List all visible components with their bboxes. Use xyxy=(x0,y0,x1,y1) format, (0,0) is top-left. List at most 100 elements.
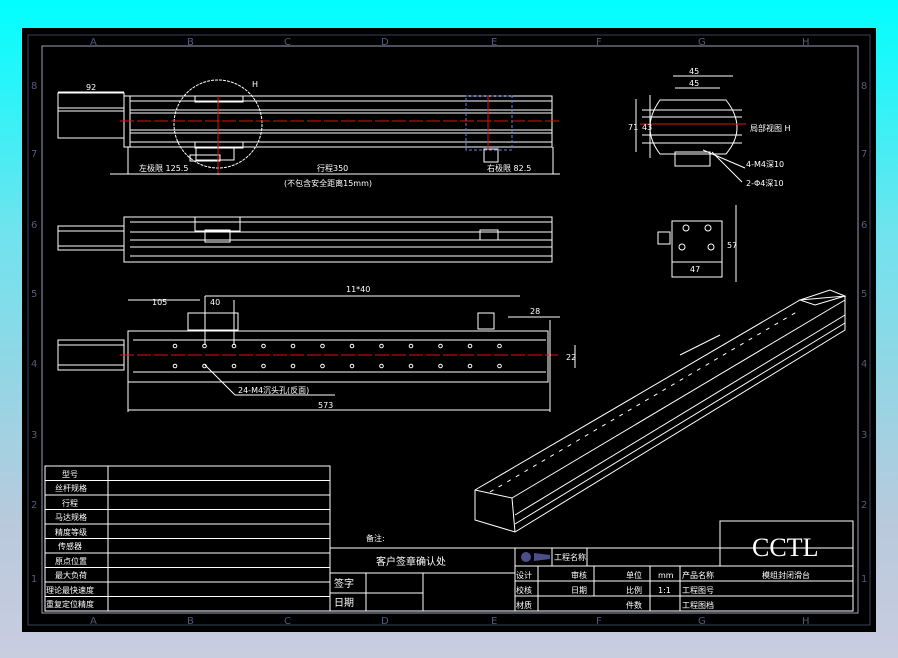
model-space-background xyxy=(22,28,876,632)
svg-text:G: G xyxy=(698,37,706,48)
svg-text:2-Φ4深10: 2-Φ4深10 xyxy=(746,179,784,188)
svg-text:C: C xyxy=(284,616,291,627)
svg-text:F: F xyxy=(596,616,602,627)
row-labels-right: 87 65 43 21 xyxy=(861,81,867,585)
svg-text:校核: 校核 xyxy=(516,585,532,595)
hole-icon xyxy=(438,363,443,369)
hole-icon xyxy=(497,343,502,349)
svg-text:最大负荷: 最大负荷 xyxy=(55,570,87,580)
svg-text:6: 6 xyxy=(861,220,867,231)
outer-border xyxy=(27,34,871,626)
svg-text:43: 43 xyxy=(642,123,652,132)
svg-text:行程350: 行程350 xyxy=(317,163,348,173)
hole-icon xyxy=(379,363,384,369)
svg-text:A: A xyxy=(90,37,97,48)
svg-text:比例: 比例 xyxy=(626,585,642,595)
svg-text:左极限 125.5: 左极限 125.5 xyxy=(139,163,188,173)
svg-text:传感器: 传感器 xyxy=(58,541,82,551)
spec-table: 型号 丝杆规格 行程 马达规格 精度等级 传感器 原点位置 最大负荷 理论最快速… xyxy=(44,465,331,612)
hole-icon xyxy=(320,343,325,349)
svg-text:105: 105 xyxy=(152,298,167,307)
svg-text:A: A xyxy=(90,616,97,627)
end-position-carriage xyxy=(465,95,513,151)
svg-text:工程名称: 工程名称 xyxy=(554,552,586,562)
svg-text:28: 28 xyxy=(530,307,540,316)
svg-text:45: 45 xyxy=(689,67,699,76)
svg-text:审核: 审核 xyxy=(571,570,587,580)
svg-text:H: H xyxy=(252,80,258,89)
hole-icon xyxy=(261,363,266,369)
hole-icon xyxy=(290,363,296,369)
svg-text:C: C xyxy=(284,37,291,48)
svg-text:8: 8 xyxy=(861,81,867,92)
hole-icon xyxy=(320,363,325,369)
bottom-view: 105 40 11*40 28 22 573 24-M4沉头孔(反面) xyxy=(57,285,576,412)
svg-text:理论最快速度: 理论最快速度 xyxy=(46,585,94,595)
svg-text:单位: 单位 xyxy=(626,570,642,580)
hole-icon xyxy=(349,363,355,369)
svg-text:5: 5 xyxy=(861,289,867,300)
svg-text:8: 8 xyxy=(31,81,37,92)
svg-text:右极限 82.5: 右极限 82.5 xyxy=(487,163,531,173)
projection-symbol-icon xyxy=(521,552,531,562)
svg-text:G: G xyxy=(698,616,706,627)
svg-text:马达规格: 马达规格 xyxy=(55,512,87,522)
svg-text:22: 22 xyxy=(566,353,576,362)
hole-icon xyxy=(290,343,296,349)
svg-text:备注:: 备注: xyxy=(366,533,385,543)
svg-text:工程图号: 工程图号 xyxy=(682,586,714,595)
svg-text:材质: 材质 xyxy=(516,600,532,610)
hole-icon xyxy=(172,343,178,349)
svg-text:工程图档: 工程图档 xyxy=(682,600,714,610)
svg-text:1:1: 1:1 xyxy=(658,586,671,595)
svg-text:B: B xyxy=(187,37,194,48)
svg-text:40: 40 xyxy=(210,298,220,307)
svg-text:71: 71 xyxy=(628,123,638,132)
svg-text:2: 2 xyxy=(861,500,867,511)
svg-text:D: D xyxy=(381,37,389,48)
svg-text:7: 7 xyxy=(861,149,867,160)
svg-text:3: 3 xyxy=(861,430,867,441)
svg-text:签字: 签字 xyxy=(334,577,354,590)
svg-text:精度等级: 精度等级 xyxy=(55,527,87,537)
svg-text:1: 1 xyxy=(861,574,867,585)
svg-text:H: H xyxy=(802,616,810,627)
svg-text:2: 2 xyxy=(31,500,37,511)
drawing-border xyxy=(41,45,859,614)
hole-icon xyxy=(497,363,502,369)
svg-text:设计: 设计 xyxy=(516,570,532,580)
svg-text:F: F xyxy=(596,37,602,48)
svg-text:92: 92 xyxy=(86,83,96,92)
end-view: 47 57 xyxy=(657,205,737,282)
detail-view-h: 45 45 71 43 局部视图 H 4-M4深10 2-Φ4深10 xyxy=(628,67,791,188)
title-block: 备注: 客户签章确认处 签字 日期 工程名称 设计 校核 材质 审核 日期 单位… xyxy=(329,520,854,612)
hole-icon xyxy=(379,343,384,349)
column-labels-top: A B C D E F G H xyxy=(90,37,810,48)
mounting-holes xyxy=(172,343,502,369)
hole-icon xyxy=(261,343,266,349)
svg-text:47: 47 xyxy=(690,265,700,274)
svg-text:E: E xyxy=(491,37,497,48)
svg-text:6: 6 xyxy=(31,220,37,231)
svg-text:45: 45 xyxy=(689,79,699,88)
svg-text:4-M4深10: 4-M4深10 xyxy=(746,160,784,169)
company-logo: CCTL xyxy=(752,533,818,562)
svg-text:产品名称: 产品名称 xyxy=(682,570,714,580)
svg-text:局部视图 H: 局部视图 H xyxy=(750,123,791,133)
isometric-view xyxy=(474,289,847,533)
svg-text:5: 5 xyxy=(31,289,37,300)
hole-icon xyxy=(408,343,414,349)
hole-icon xyxy=(172,363,178,369)
hole-icon xyxy=(408,363,414,369)
svg-text:行程: 行程 xyxy=(62,498,78,508)
svg-text:原点位置: 原点位置 xyxy=(55,556,87,566)
svg-text:E: E xyxy=(491,616,497,627)
svg-text:丝杆规格: 丝杆规格 xyxy=(55,483,87,493)
svg-text:H: H xyxy=(802,37,810,48)
svg-text:(不包含安全距离15mm): (不包含安全距离15mm) xyxy=(284,178,372,188)
row-labels-left: 87 65 43 21 xyxy=(31,81,37,585)
svg-text:D: D xyxy=(381,616,389,627)
svg-text:型号: 型号 xyxy=(62,470,78,479)
